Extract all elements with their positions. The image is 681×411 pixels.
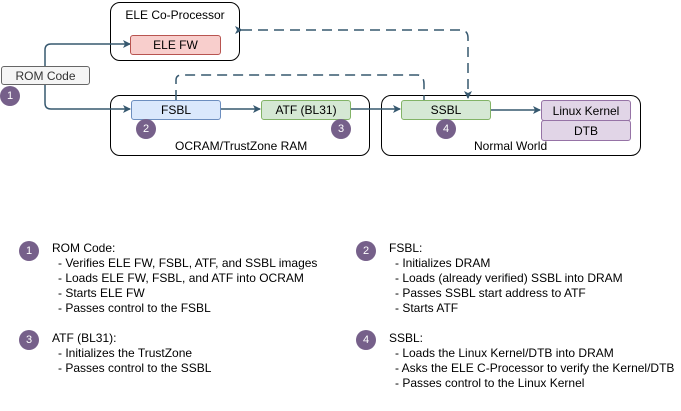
ele-fw-node[interactable]: ELE FW (130, 35, 221, 55)
step-badge-2: 2 (136, 119, 156, 139)
legend-ssbl: SSBL: - Loads the Linux Kernel/DTB into … (389, 331, 674, 391)
legend-item: - Loads (already verified) SSBL into DRA… (395, 271, 623, 285)
fsbl-label: FSBL (160, 103, 191, 117)
dtb-label: DTB (574, 123, 598, 138)
atf-node[interactable]: ATF (BL31) (261, 100, 351, 120)
legend-badge-3: 3 (19, 330, 39, 350)
legend-item: - Initializes the TrustZone (58, 346, 193, 360)
edge-ssbl-ele-dashed (235, 26, 472, 99)
legend-item: - Starts ELE FW (58, 286, 145, 300)
legend-item: - Passes control to the Linux Kernel (395, 376, 585, 390)
legend-badge-4: 4 (356, 330, 376, 350)
edge-fsbl-to-ssbl-dashed (175, 74, 425, 100)
legend-title: ROM Code: (52, 241, 116, 255)
normal-world-label: Normal World (474, 139, 548, 153)
edge-rom-to-ele-fw (44, 40, 131, 66)
legend-item: - Loads ELE FW, FSBL, and ATF into OCRAM (58, 271, 304, 285)
linux-kernel-label: Linux Kernel (552, 103, 620, 118)
legend-item: - Passes SSBL start address to ATF (395, 286, 586, 300)
linux-kernel-node[interactable]: Linux Kernel (541, 100, 631, 121)
legend-badge-2: 2 (356, 241, 376, 261)
legend-badge-1: 1 (19, 241, 39, 261)
legend-item: - Starts ATF (395, 301, 459, 315)
rom-code-node[interactable]: ROM Code (1, 66, 90, 85)
legend-title: ATF (BL31): (52, 331, 117, 345)
edge-rom-to-fsbl (44, 84, 131, 113)
step-badge-4: 4 (436, 119, 456, 139)
legend-title: FSBL: (389, 241, 423, 255)
legend-atf: ATF (BL31): - Initializes the TrustZone … (52, 331, 211, 376)
ele-coprocessor-label: ELE Co-Processor (125, 8, 225, 22)
legend-item: - Passes control to the SSBL (58, 361, 212, 375)
legend-title: SSBL: (389, 331, 424, 345)
atf-label: ATF (BL31) (275, 103, 337, 117)
step-badge-3: 3 (331, 119, 351, 139)
legend-item: - Verifies ELE FW, FSBL, ATF, and SSBL i… (58, 256, 318, 270)
legend-item: - Loads the Linux Kernel/DTB into DRAM (395, 346, 614, 360)
legend-rom-code: ROM Code: - Verifies ELE FW, FSBL, ATF, … (52, 241, 317, 316)
fsbl-node[interactable]: FSBL (131, 100, 221, 120)
legend-item: - Passes control to the FSBL (58, 301, 211, 315)
legend-fsbl: FSBL: - Initializes DRAM - Loads (alread… (389, 241, 623, 316)
dtb-node[interactable]: DTB (541, 120, 631, 141)
legend-item: - Initializes DRAM (395, 256, 491, 270)
ssbl-label: SSBL (430, 103, 462, 117)
legend-item: - Asks the ELE C-Processor to verify the… (395, 361, 675, 375)
ssbl-node[interactable]: SSBL (401, 100, 491, 120)
ocram-trustzone-label: OCRAM/TrustZone RAM (175, 139, 308, 153)
rom-code-label: ROM Code (15, 68, 76, 83)
step-badge-1: 1 (0, 86, 20, 106)
ele-fw-label: ELE FW (153, 38, 198, 52)
